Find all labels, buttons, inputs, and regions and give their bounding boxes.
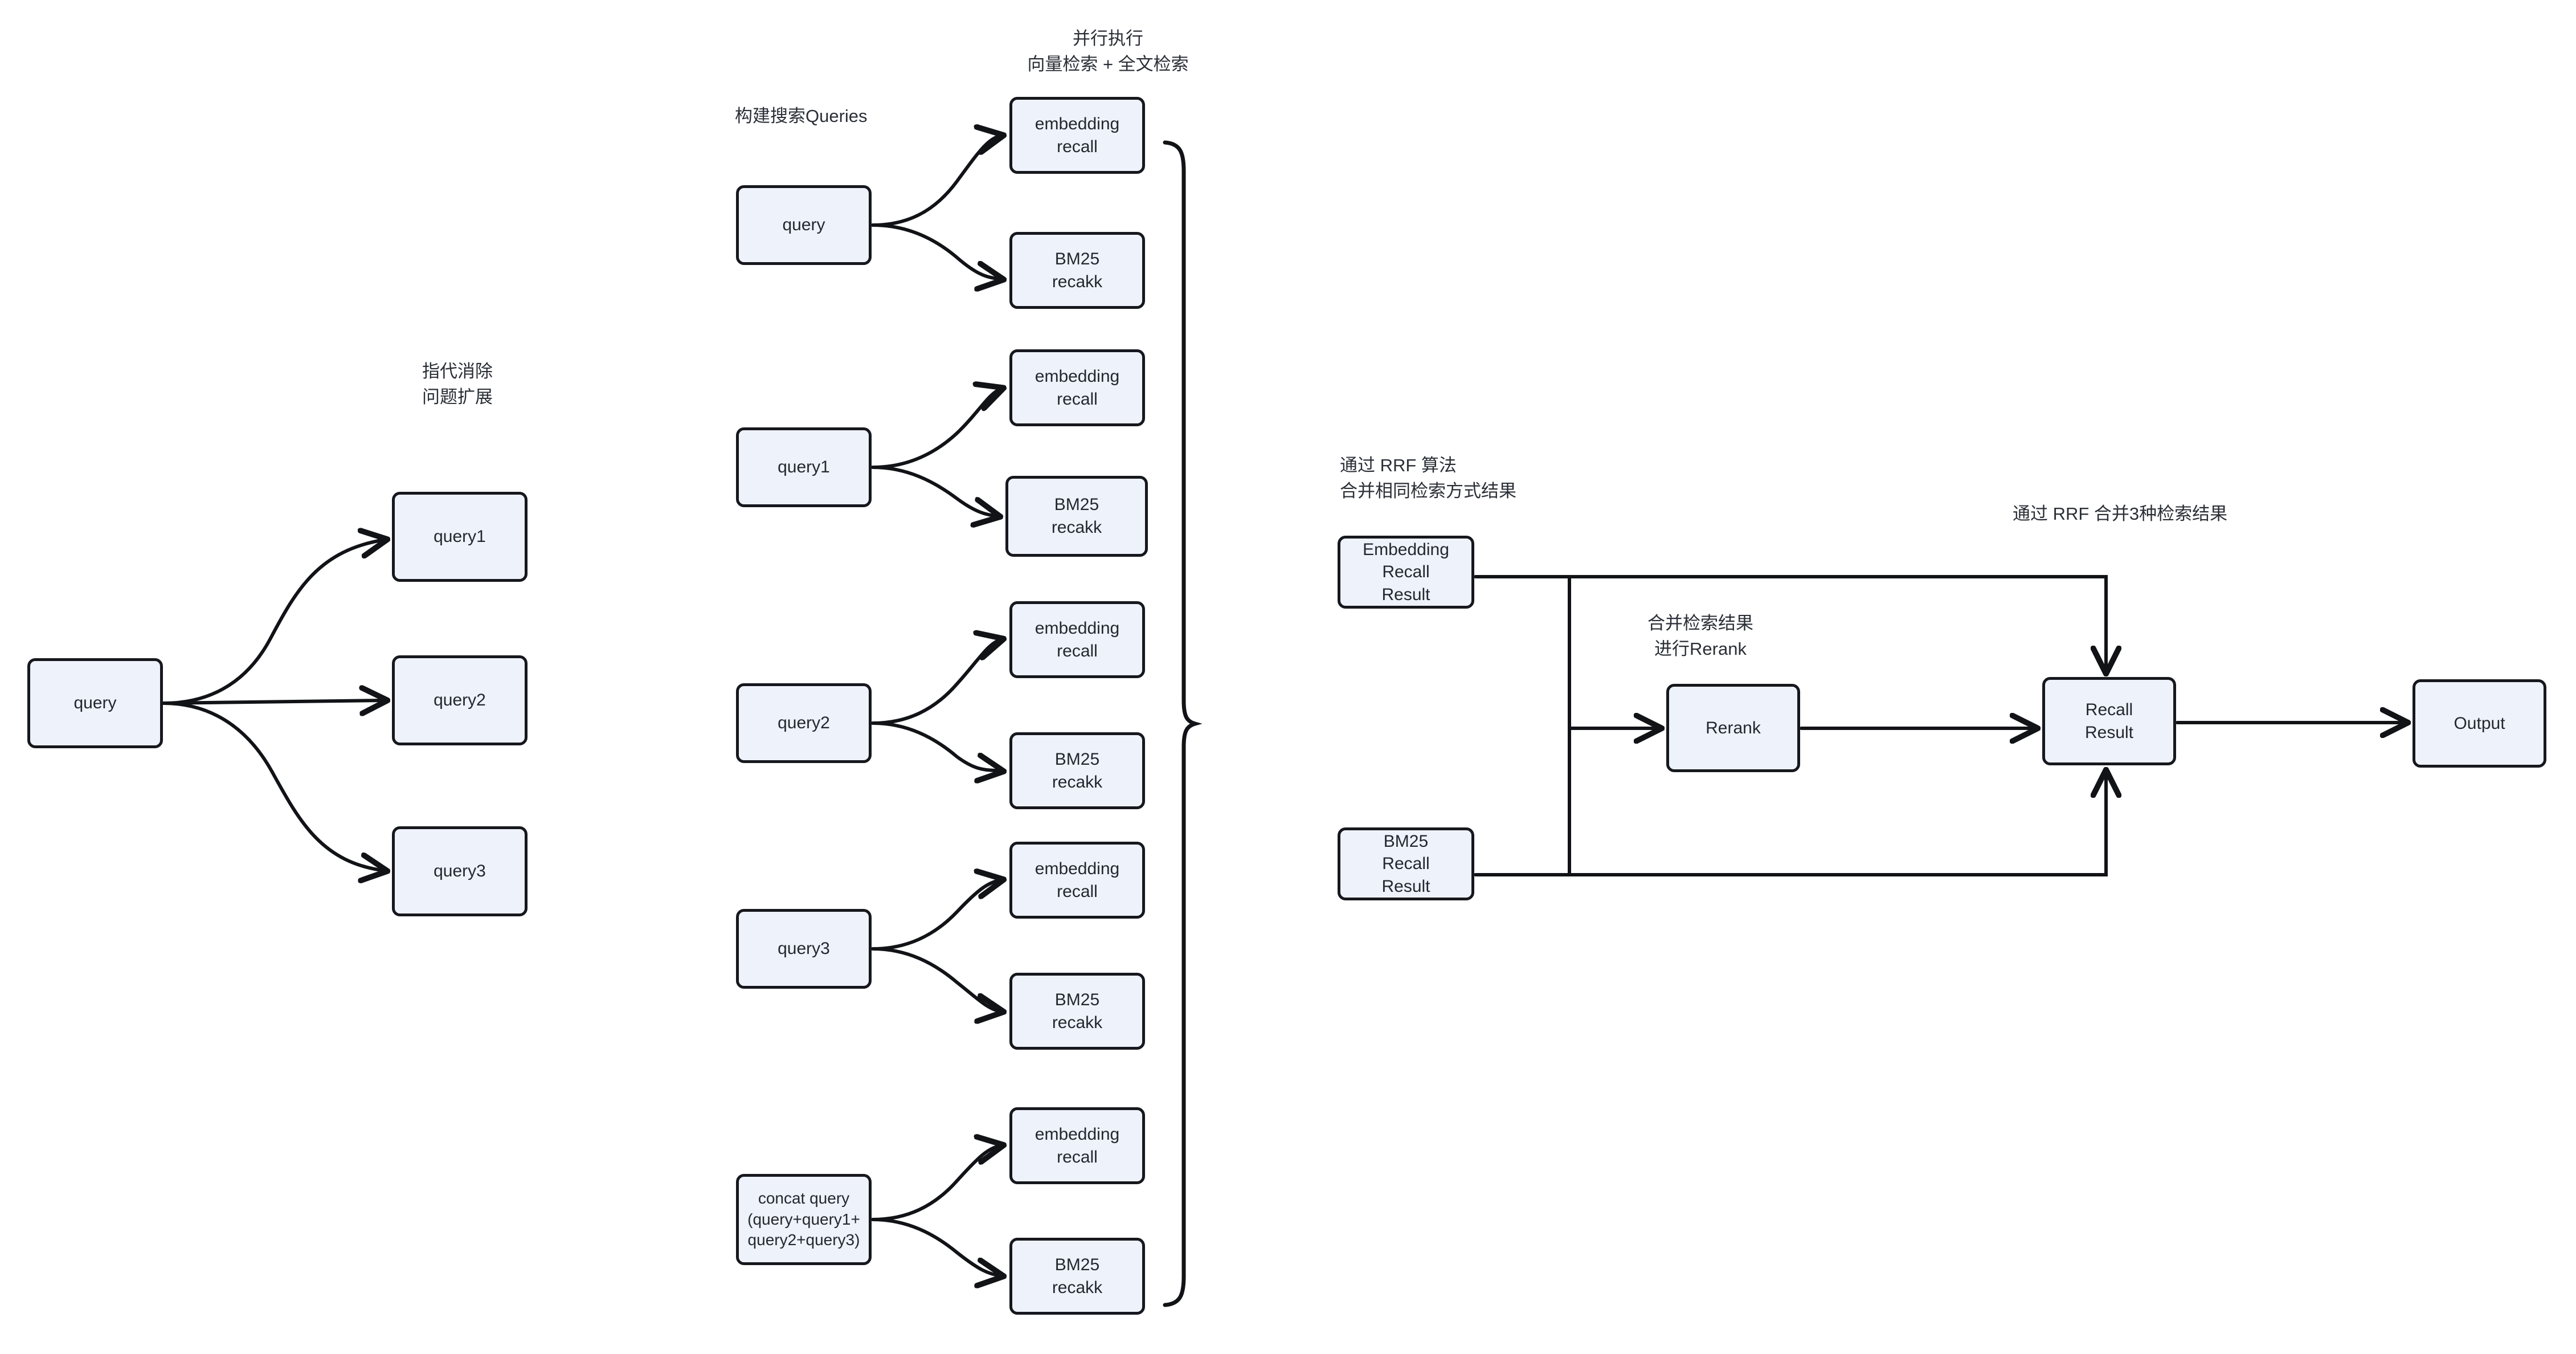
node-embedding-recall-result[interactable]: Embedding Recall Result — [1338, 536, 1474, 609]
node-concat-query[interactable]: concat query (query+query1+ query2+query… — [736, 1174, 872, 1265]
node-emb-recall-1[interactable]: embedding recall — [1009, 97, 1145, 174]
node-recall-result[interactable]: Recall Result — [2042, 677, 2176, 765]
caption-build-queries: 构建搜索Queries — [735, 106, 868, 126]
node-bm25-recall-result[interactable]: BM25 Recall Result — [1338, 827, 1474, 900]
node-output[interactable]: Output — [2413, 679, 2546, 768]
caption-rrf-three: 通过 RRF 合并3种检索结果 — [2013, 504, 2228, 524]
node-query3[interactable]: query3 — [392, 826, 528, 916]
edge-midquery-to-bm251 — [871, 223, 1001, 279]
edge-query-to-query3 — [162, 702, 385, 871]
edge-midquery1-to-emb2 — [871, 389, 1001, 469]
edge-concat-to-bm255 — [871, 1218, 1001, 1276]
edge-midquery1-to-bm252 — [871, 466, 998, 516]
edge-midquery2-to-emb3 — [871, 639, 1001, 725]
node-mid-query3[interactable]: query3 — [736, 909, 872, 989]
node-emb-recall-4[interactable]: embedding recall — [1009, 842, 1145, 919]
caption-merge-rerank: 合并检索结果 进行Rerank — [1647, 613, 1753, 659]
edge-query-to-query1 — [162, 540, 385, 705]
node-bm25-recall-1[interactable]: BM25 recakk — [1009, 232, 1145, 309]
edge-concat-to-emb5 — [871, 1145, 1001, 1221]
node-emb-recall-2[interactable]: embedding recall — [1009, 349, 1145, 426]
edge-midquery3-to-bm254 — [871, 947, 1001, 1012]
edge-midquery-to-emb1 — [871, 136, 1001, 227]
edge-emb-result-to-recall-result — [1474, 575, 2106, 671]
caption-coref: 指代消除 问题扩展 — [422, 361, 493, 407]
edge-midquery2-to-bm253 — [871, 721, 1001, 771]
node-rerank[interactable]: Rerank — [1666, 684, 1800, 772]
node-mid-query[interactable]: query — [736, 185, 872, 265]
node-query1[interactable]: query1 — [392, 492, 528, 582]
node-query2[interactable]: query2 — [392, 655, 528, 745]
node-bm25-recall-2[interactable]: BM25 recakk — [1005, 476, 1148, 557]
caption-rrf-same: 通过 RRF 算法 合并相同检索方式结果 — [1340, 455, 1516, 501]
node-bm25-recall-5[interactable]: BM25 recakk — [1009, 1238, 1145, 1315]
caption-parallel: 并行执行 向量检索 + 全文检索 — [1027, 28, 1189, 74]
node-bm25-recall-4[interactable]: BM25 recakk — [1009, 973, 1145, 1050]
edge-bm25-result-to-recall-result — [1474, 772, 2106, 876]
edge-query-to-query2 — [162, 700, 385, 703]
node-query-root[interactable]: query — [27, 658, 163, 748]
node-mid-query2[interactable]: query2 — [736, 683, 872, 763]
grouping-brace — [1163, 140, 1203, 1307]
node-emb-recall-3[interactable]: embedding recall — [1009, 601, 1145, 678]
node-emb-recall-5[interactable]: embedding recall — [1009, 1107, 1145, 1184]
node-bm25-recall-3[interactable]: BM25 recakk — [1009, 732, 1145, 809]
edge-midquery3-to-emb4 — [871, 880, 1001, 951]
node-mid-query1[interactable]: query1 — [736, 427, 872, 507]
